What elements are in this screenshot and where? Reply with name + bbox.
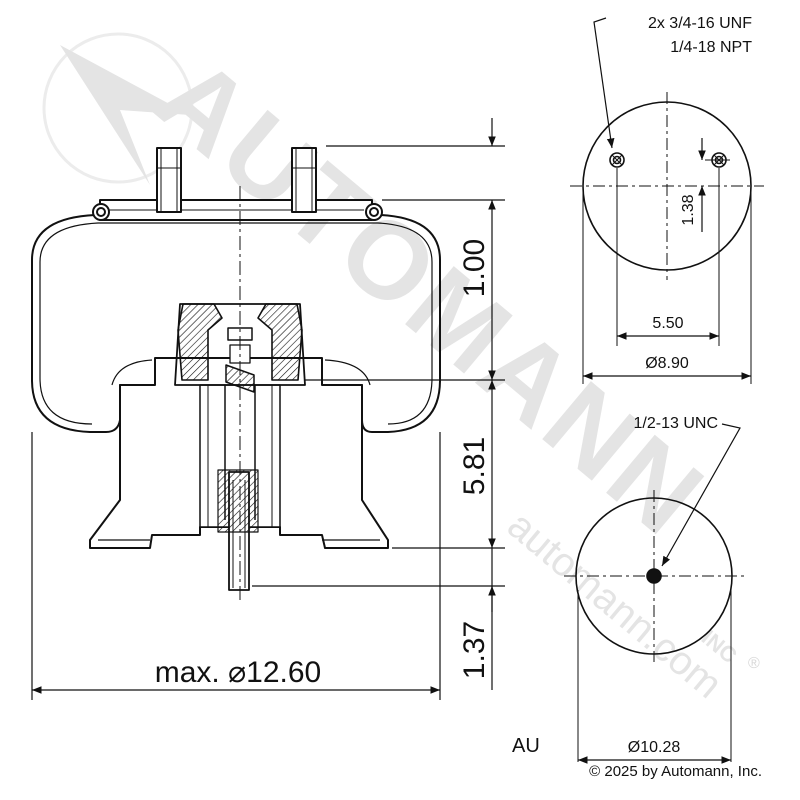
watermark-registered: ® bbox=[748, 655, 760, 672]
side-view bbox=[31, 147, 441, 600]
side-dimension-labels: 1.00 5.81 1.37 max. ⌀12.60 bbox=[155, 239, 491, 689]
piston-skirt-left bbox=[111, 359, 153, 386]
bead-roll-right bbox=[365, 203, 383, 221]
bottom-view-labels: 1/2-13 UNC Ø10.28 AU bbox=[512, 415, 718, 757]
bumper-cap bbox=[174, 303, 306, 386]
dim-label-plate-diameter: Ø8.90 bbox=[645, 355, 689, 372]
dim-label-top-height: 1.00 bbox=[458, 239, 491, 297]
dim-label-body-height: 5.81 bbox=[458, 437, 491, 495]
bead-roll-right-inner bbox=[369, 207, 379, 217]
bellows-inner-left bbox=[39, 222, 99, 425]
bottom-callout-leader bbox=[661, 423, 741, 567]
stud-left bbox=[156, 147, 182, 213]
top-view-labels: 2x 3/4-16 UNF 1/4-18 NPT 1.38 5.50 Ø8.90 bbox=[645, 15, 752, 372]
bottom-callout: 1/2-13 UNC bbox=[634, 415, 718, 432]
dim-label-offset: 1.38 bbox=[680, 194, 697, 225]
top-view bbox=[570, 17, 764, 384]
watermark-logo-ring bbox=[42, 32, 194, 184]
watermark-logo-arrow bbox=[60, 45, 190, 185]
top-stud-left bbox=[609, 152, 625, 168]
copyright-text: © 2025 by Automann, Inc. bbox=[589, 763, 762, 780]
stud-right bbox=[291, 147, 317, 213]
top-callout-leader bbox=[593, 17, 615, 149]
side-dimensions bbox=[31, 118, 505, 700]
piston-skirt-right bbox=[324, 359, 371, 386]
bottom-stud-hatch bbox=[217, 469, 259, 533]
bottom-stud-hole bbox=[646, 568, 662, 584]
dim-label-max-diameter: max. ⌀12.60 bbox=[155, 656, 321, 689]
bellows-inner bbox=[98, 222, 433, 425]
top-callout-line1: 2x 3/4-16 UNF bbox=[648, 15, 752, 32]
watermark-url: automann.com bbox=[499, 503, 730, 707]
dim-label-piston-diameter: Ø10.28 bbox=[628, 739, 681, 756]
dim-label-stud-spacing: 5.50 bbox=[652, 315, 683, 332]
bead-roll-left bbox=[92, 203, 110, 221]
dim-label-bottom-height: 1.37 bbox=[458, 621, 491, 679]
view-code: AU bbox=[512, 735, 540, 757]
bead-roll-left-inner bbox=[96, 207, 106, 217]
top-callout-line2: 1/4-18 NPT bbox=[670, 39, 752, 56]
bottom-view bbox=[564, 423, 744, 764]
bumper-bolt-hatch bbox=[225, 364, 255, 393]
